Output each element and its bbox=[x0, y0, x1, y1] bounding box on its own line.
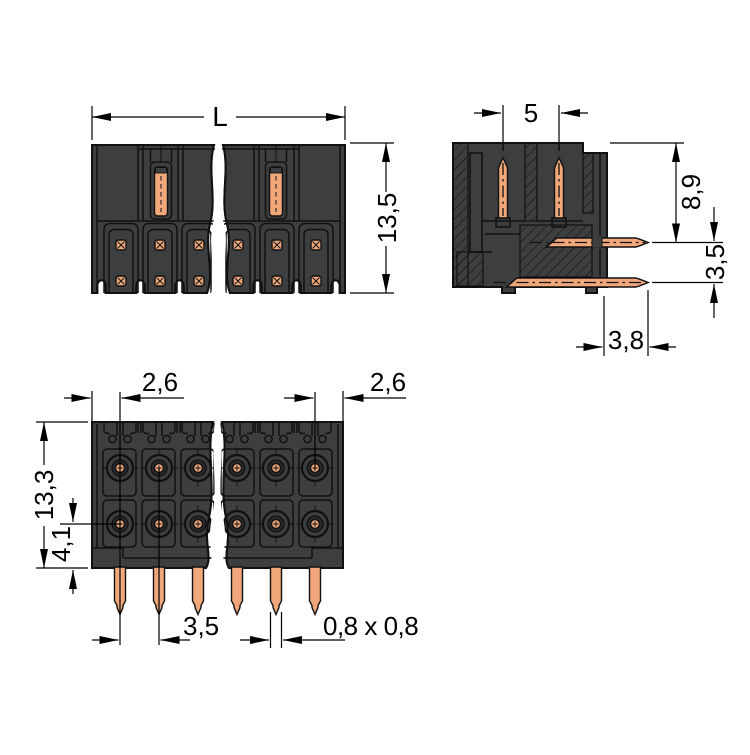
dim-label-2-6-right: 2,6 bbox=[370, 367, 406, 397]
side-view: 5 8,9 3,5 3,8 bbox=[452, 98, 730, 356]
bottom-view: 13,3 4,1 2,6 2,6 3,5 bbox=[29, 367, 419, 648]
dim-overall-height: 13,5 bbox=[350, 142, 402, 294]
dim-overall-depth: 13,3 bbox=[29, 421, 88, 569]
dim-edge-to-pin-right: 2,6 bbox=[284, 367, 406, 470]
dim-pin-pitch: 3,5 bbox=[92, 468, 219, 645]
dim-label-3-8: 3,8 bbox=[608, 325, 644, 355]
dim-label-4-1: 4,1 bbox=[46, 526, 76, 562]
dim-label-3-5-bottom: 3,5 bbox=[183, 611, 219, 641]
dim-label-13-5: 13,5 bbox=[372, 193, 402, 244]
dim-edge-to-pin-left: 2,6 bbox=[64, 367, 184, 645]
dim-label-2-6-left: 2,6 bbox=[142, 367, 178, 397]
dim-pin-setback: 3,8 bbox=[576, 290, 676, 356]
front-view: L 13,5 bbox=[91, 101, 402, 294]
dim-top-to-pin: 8,9 bbox=[610, 142, 723, 244]
dim-label-L: L bbox=[212, 101, 228, 132]
dim-pin-row-to-edge: 4,1 bbox=[46, 498, 122, 594]
dim-pin-row-spacing: 3,5 bbox=[652, 207, 730, 318]
dim-label-13-3: 13,3 bbox=[29, 470, 59, 521]
dim-label-3-5-side: 3,5 bbox=[700, 244, 730, 280]
dim-row-pitch: 5 bbox=[474, 98, 588, 151]
dim-pin-cross-section: 0,8 x 0,8 bbox=[240, 611, 419, 648]
dim-label-5: 5 bbox=[524, 98, 538, 128]
dim-overall-width: L bbox=[91, 101, 346, 140]
dim-label-8-9: 8,9 bbox=[676, 174, 706, 210]
dim-label-0-8: 0,8 x 0,8 bbox=[323, 611, 418, 641]
